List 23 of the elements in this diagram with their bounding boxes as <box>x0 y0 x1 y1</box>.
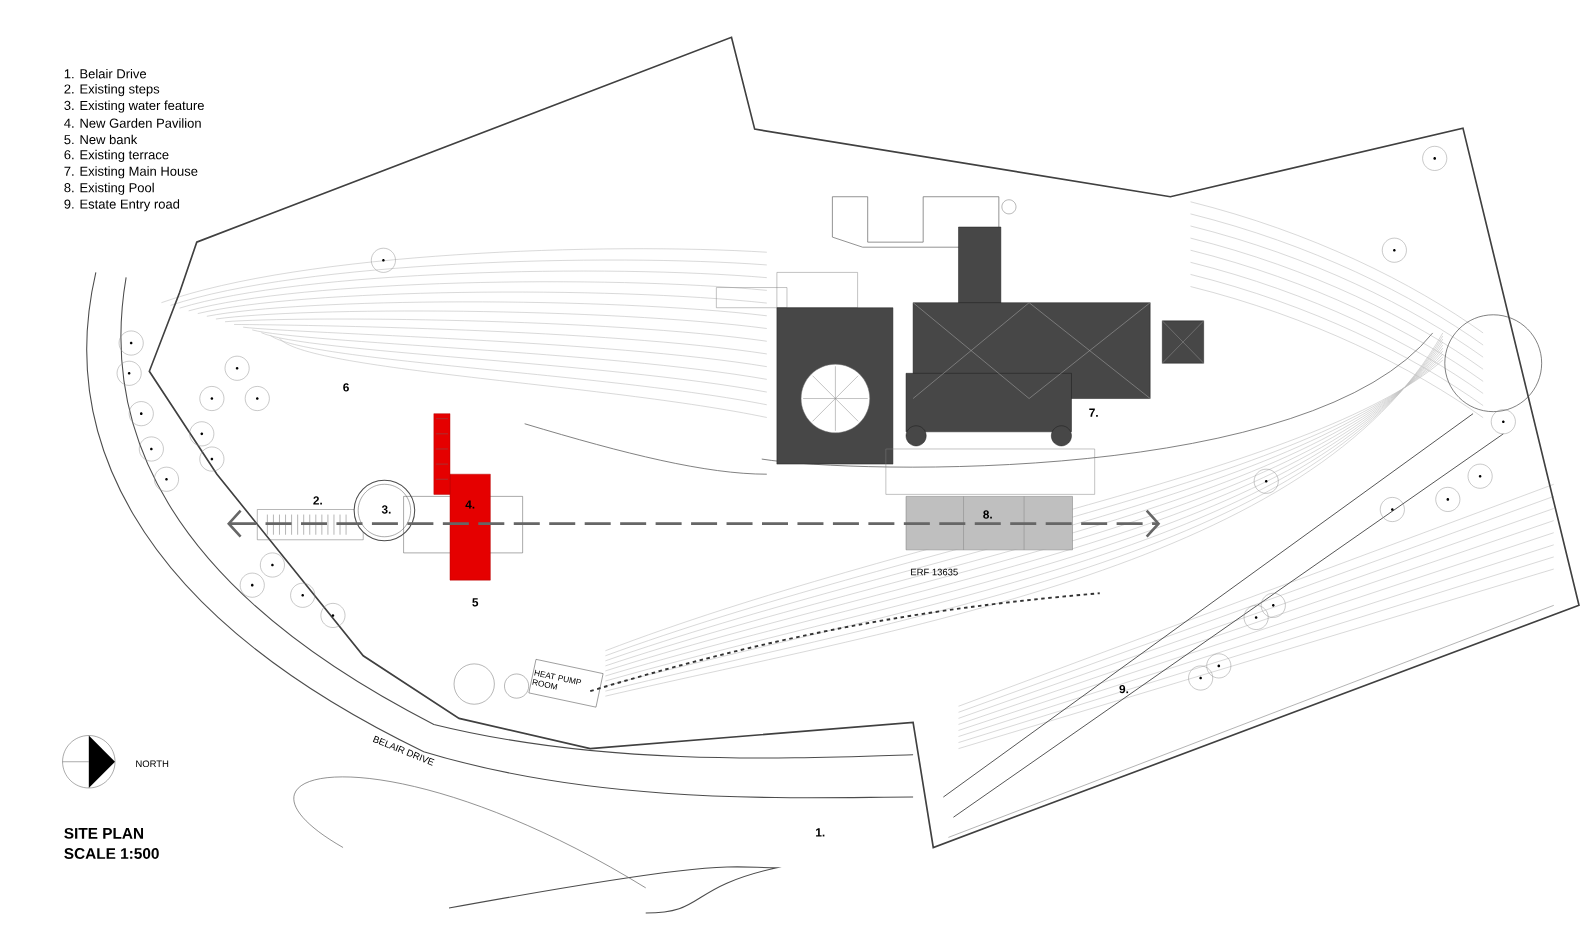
room-label: HEAT PUMP ROOM <box>532 669 582 690</box>
key-text: 7. Existing Main House <box>64 166 198 179</box>
callout-number: 8. <box>983 510 992 519</box>
callout-number: 3. <box>381 505 391 514</box>
callout-number: 9. <box>1119 684 1129 694</box>
key-text: 9. Estate Entry road <box>64 199 180 212</box>
key-text: 5. New bank <box>64 134 138 145</box>
key-text: 2. Existing steps <box>64 83 160 96</box>
callout-number: 6 <box>343 383 349 392</box>
key-text: 1. Belair Drive <box>64 68 147 79</box>
callout-number: 7. <box>1089 408 1098 417</box>
key-text: 6. Existing terrace <box>64 149 169 162</box>
north-label: NORTH <box>136 760 169 767</box>
key-text: 3. Existing water feature <box>64 100 204 113</box>
callout-number: 2. <box>313 496 322 505</box>
key-text: 4. New Garden Pavilion <box>64 118 201 128</box>
callout-number: 4. <box>465 500 475 509</box>
key-text: 8. Existing Pool <box>64 182 154 195</box>
callout-number: 1. <box>816 828 825 837</box>
callout-number: 5 <box>472 598 479 607</box>
plan-title: SITE PLAN <box>64 827 143 839</box>
scale-label: SCALE 1:500 <box>64 848 159 859</box>
plan-label: ERF 13635 <box>911 568 958 576</box>
